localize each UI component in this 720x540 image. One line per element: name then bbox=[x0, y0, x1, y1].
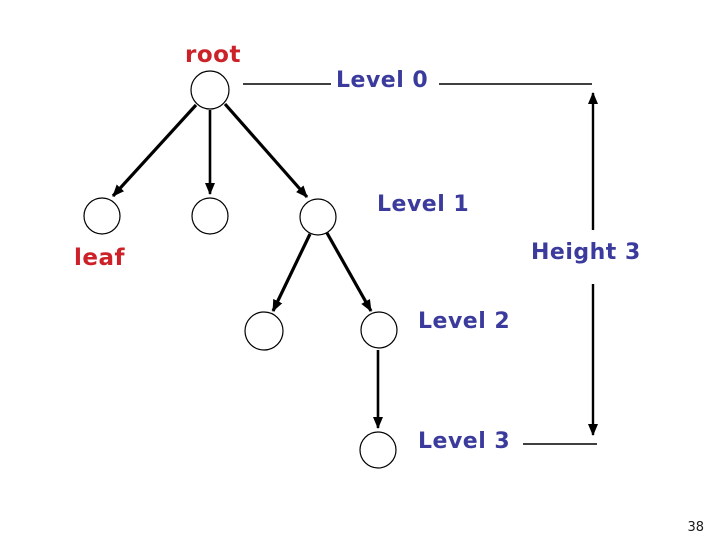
root-label: root bbox=[185, 42, 241, 68]
level-2-label: Level 2 bbox=[418, 309, 511, 334]
tree-nodes bbox=[83, 70, 398, 469]
tree-edge bbox=[111, 103, 198, 198]
tree-edge bbox=[271, 233, 312, 312]
tree-node bbox=[190, 70, 230, 110]
page-number: 38 bbox=[687, 520, 704, 535]
level-1-label: Level 1 bbox=[377, 192, 470, 217]
tree-node bbox=[244, 311, 284, 351]
tree-node bbox=[360, 311, 398, 349]
tree-node bbox=[359, 431, 397, 469]
tree-edge bbox=[223, 102, 309, 199]
tree-node bbox=[83, 197, 121, 235]
tree-edge bbox=[325, 232, 373, 312]
tree-node bbox=[191, 197, 229, 235]
tree-node bbox=[299, 198, 337, 236]
leaf-label: leaf bbox=[74, 245, 126, 271]
level-guide-lines bbox=[243, 83, 598, 445]
level-0-label: Level 0 bbox=[336, 68, 429, 93]
level-3-label: Level 3 bbox=[418, 429, 511, 454]
height-label: Height 3 bbox=[528, 240, 644, 266]
tree-edges bbox=[111, 102, 383, 429]
